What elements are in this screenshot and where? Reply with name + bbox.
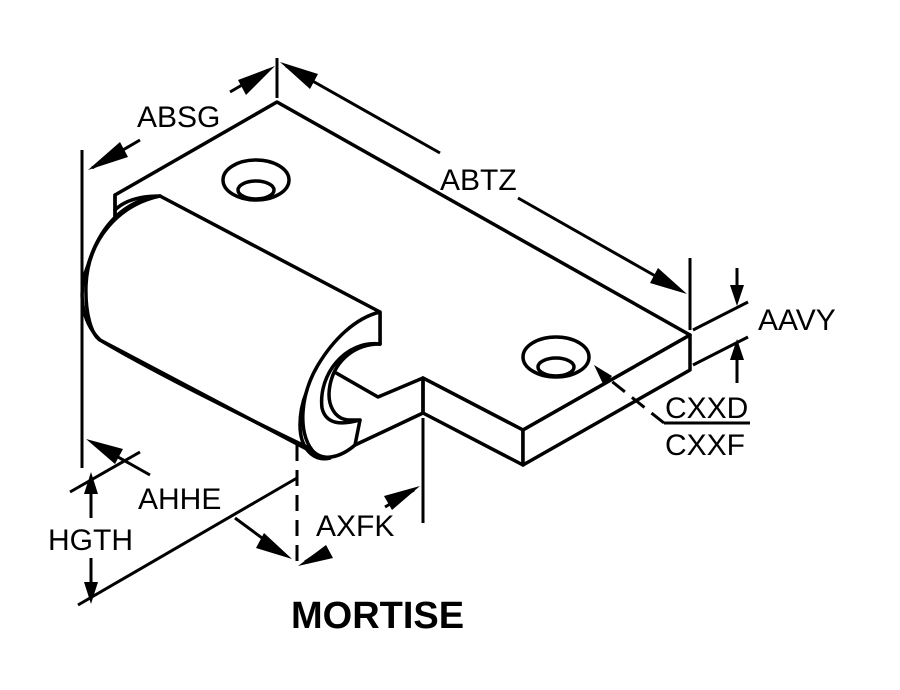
arrow-hgth-top [84,472,98,494]
barrel [80,194,382,461]
arrow-aavy-top [730,285,744,306]
barrel-end-face [301,310,382,459]
label-abtz: ABTZ [440,164,517,197]
label-axfk: AXFK [316,510,394,543]
dim-base-line [77,476,298,607]
label-cxxf: CXXF [665,429,745,462]
arrow-abtz-lower [650,268,687,294]
plate-right-face [521,333,692,467]
labels: ABSG ABTZ AAVY CXXD CXXF AHHE HGTH AXFK … [48,101,836,637]
notch-lower-edge [353,411,425,447]
barrel-bottom-line [98,338,320,457]
dim-aavy-ext-top [692,300,749,332]
barrel-inner-curl [319,342,382,425]
hole-upper [221,158,291,202]
arrow-axfk-upper [384,486,420,510]
arrow-absg-lower [88,142,128,170]
arrow-abtz-upper [280,62,318,89]
label-hgth: HGTH [48,524,133,557]
arrow-absg-upper [238,66,275,95]
arrow-ahhe-upper [86,439,123,464]
arrow-ahhe-lower [256,533,292,559]
barrel-front-silhouette [84,194,162,342]
dim-top-base-line [69,450,141,494]
label-cxxd: CXXD [665,392,748,425]
arrow-hgth-bottom [84,582,98,604]
dim-abtz-lower [517,196,681,292]
label-ahhe: AHHE [138,483,221,516]
dim-aavy-ext-bottom [692,335,749,367]
arrow-cxxd [594,365,612,386]
label-aavy: AAVY [758,304,836,337]
plate [113,100,692,467]
hole-lower [521,335,591,379]
label-absg: ABSG [137,101,220,134]
arrow-axfk-lower [298,545,333,566]
arrow-aavy-bottom [730,339,744,360]
dim-cxxd-leader [599,370,665,425]
drawing-title: MORTISE [291,595,464,637]
dimensions [69,58,750,607]
